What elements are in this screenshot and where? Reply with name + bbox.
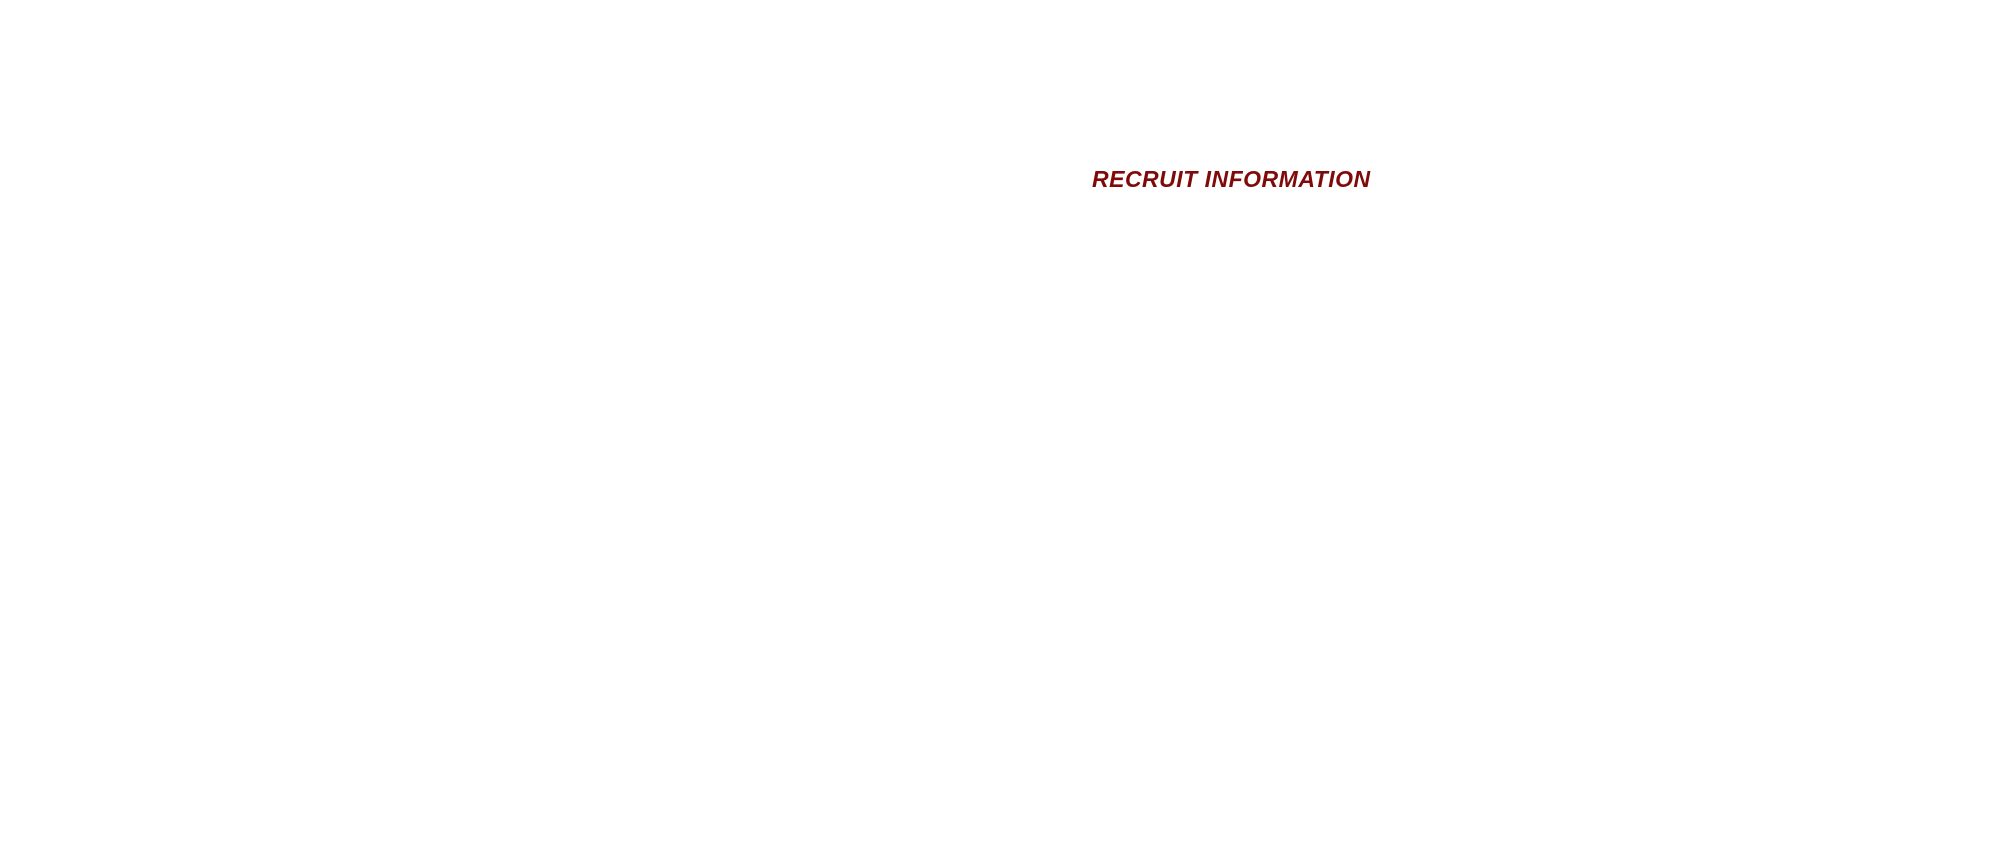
page-title: RECRUIT INFORMATION [1092, 166, 1371, 192]
